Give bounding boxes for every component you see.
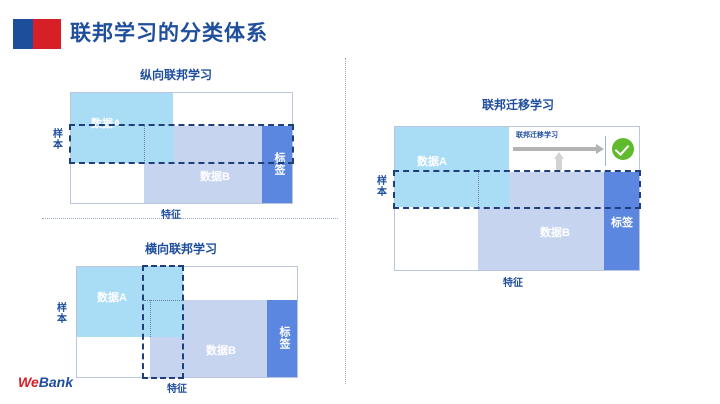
block-data-a-label: 数据A — [97, 292, 127, 304]
axis-x-label: 特征 — [503, 278, 523, 289]
block-label-column-label: 标签 — [273, 152, 285, 176]
logo-red-square — [33, 19, 61, 49]
webank-wordmark: WeBank — [18, 374, 73, 390]
diagram-horizontal-federated-learning: 横向联邦学习 数据A 数据B 标签 样本 特征 — [46, 240, 316, 395]
axis-x-label: 特征 — [167, 384, 187, 395]
block-data-a-label: 数据A — [417, 156, 447, 168]
block-label-column: 标签 — [267, 300, 297, 377]
horizontal-divider — [42, 218, 338, 219]
axis-y-label: 样本 — [53, 129, 63, 151]
diagram-title: 横向联邦学习 — [144, 242, 217, 256]
transfer-arrow-shaft — [513, 147, 597, 151]
block-overlap-tint — [150, 300, 183, 337]
diagram-title: 联邦迁移学习 — [481, 98, 554, 112]
block-data-b-label: 数据B — [540, 227, 570, 239]
transfer-up-arrow-icon — [554, 152, 564, 172]
vertical-divider — [345, 58, 346, 384]
logo-blue-square — [13, 19, 35, 49]
axis-x-label: 特征 — [161, 210, 181, 221]
axis-y-label: 样本 — [377, 176, 387, 198]
block-label-column: 标签 — [262, 126, 292, 203]
highlight-sample-band — [69, 124, 294, 164]
block-overlap-tint — [478, 172, 509, 207]
axis-y-label: 样本 — [57, 303, 67, 325]
diagram-federated-transfer-learning: 联邦迁移学习 数据A 数据B 标签 联邦迁移学习 — [368, 96, 668, 296]
highlight-feature-band — [142, 265, 184, 379]
block-label-column-label: 标签 — [278, 326, 290, 350]
inner-dotted-separator — [150, 300, 151, 337]
transfer-divider-tick — [605, 136, 606, 166]
inner-dotted-separator — [478, 172, 479, 207]
inner-dotted-separator — [144, 126, 145, 163]
webank-square-logo-icon — [13, 19, 61, 49]
diagram-title: 纵向联邦学习 — [139, 68, 212, 82]
transfer-arrow-head-icon — [596, 144, 604, 154]
transfer-caption: 联邦迁移学习 — [516, 132, 558, 139]
block-data-b-label: 数据B — [206, 345, 236, 357]
block-data-b-label: 数据B — [200, 171, 230, 183]
block-label-column: 标签 — [604, 172, 639, 270]
green-check-icon — [612, 138, 634, 160]
highlight-sample-band — [393, 170, 641, 209]
webank-bank-text: Bank — [38, 374, 73, 390]
page-title: 联邦学习的分类体系 — [70, 22, 268, 45]
transfer-arrow-group: 联邦迁移学习 — [510, 130, 638, 172]
diagram-vertical-federated-learning: 纵向联邦学习 数据A 数据B 标签 样本 特征 — [46, 66, 306, 221]
webank-we-text: We — [18, 374, 39, 390]
block-label-column-label: 标签 — [611, 217, 633, 229]
inner-dotted-separator-h — [144, 300, 184, 301]
block-overlap-tint — [144, 126, 173, 163]
